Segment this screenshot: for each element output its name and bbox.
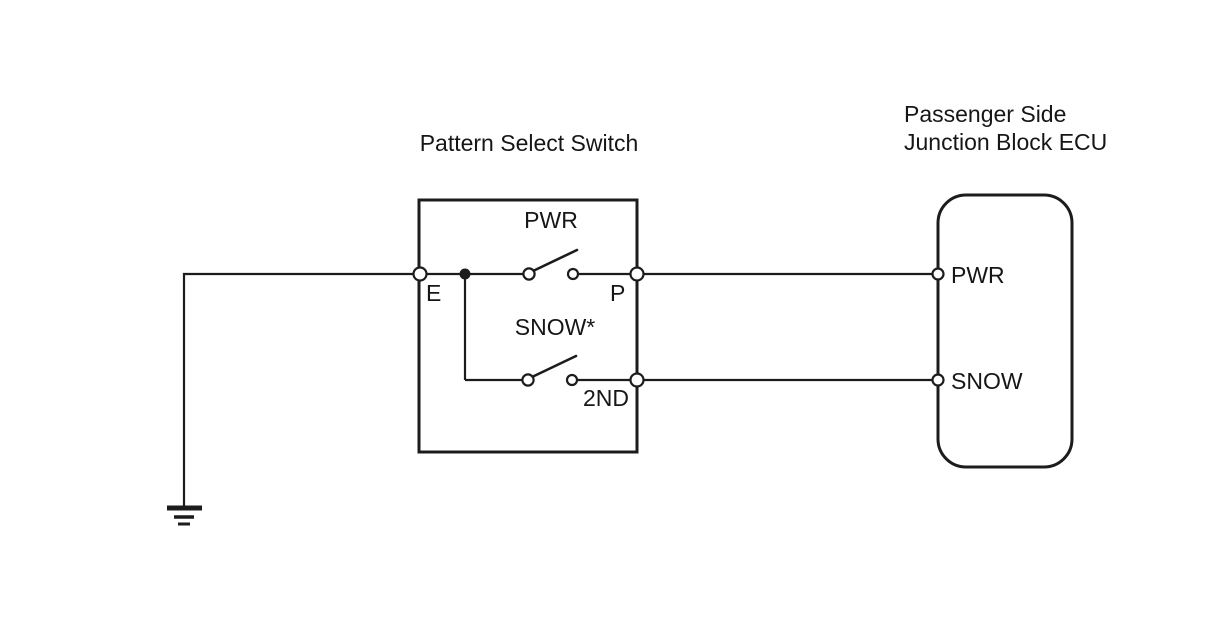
wire-e-to-ground bbox=[182, 272, 420, 507]
terminal-p-label: P bbox=[610, 280, 625, 306]
pattern-select-switch-title: Pattern Select Switch bbox=[420, 130, 639, 156]
junction-block-ecu-box bbox=[936, 193, 1074, 469]
terminal-2nd-node bbox=[629, 372, 645, 388]
ecu-terminal-pwr-node bbox=[931, 267, 945, 281]
switch-contact-pwr-icon bbox=[522, 248, 580, 281]
ecu-terminal-snow-label: SNOW bbox=[951, 368, 1023, 394]
circuit-snow-label: SNOW* bbox=[515, 314, 596, 340]
terminal-p-node bbox=[629, 266, 645, 282]
terminal-e-node bbox=[412, 266, 428, 282]
ecu-terminal-snow-node bbox=[931, 373, 945, 387]
ecu-title-line2: Junction Block ECU bbox=[904, 129, 1107, 155]
ecu-title-line1: Passenger Side bbox=[904, 101, 1066, 127]
switch-contact-snow-icon bbox=[521, 354, 579, 387]
ecu-terminal-pwr-label: PWR bbox=[951, 262, 1005, 288]
circuit-pwr-label: PWR bbox=[524, 207, 578, 233]
terminal-2nd-label: 2ND bbox=[583, 385, 629, 411]
junction-dot bbox=[459, 268, 471, 280]
pattern-select-switch-box bbox=[417, 198, 639, 454]
ground-icon bbox=[167, 505, 202, 526]
terminal-e-label: E bbox=[426, 280, 441, 306]
